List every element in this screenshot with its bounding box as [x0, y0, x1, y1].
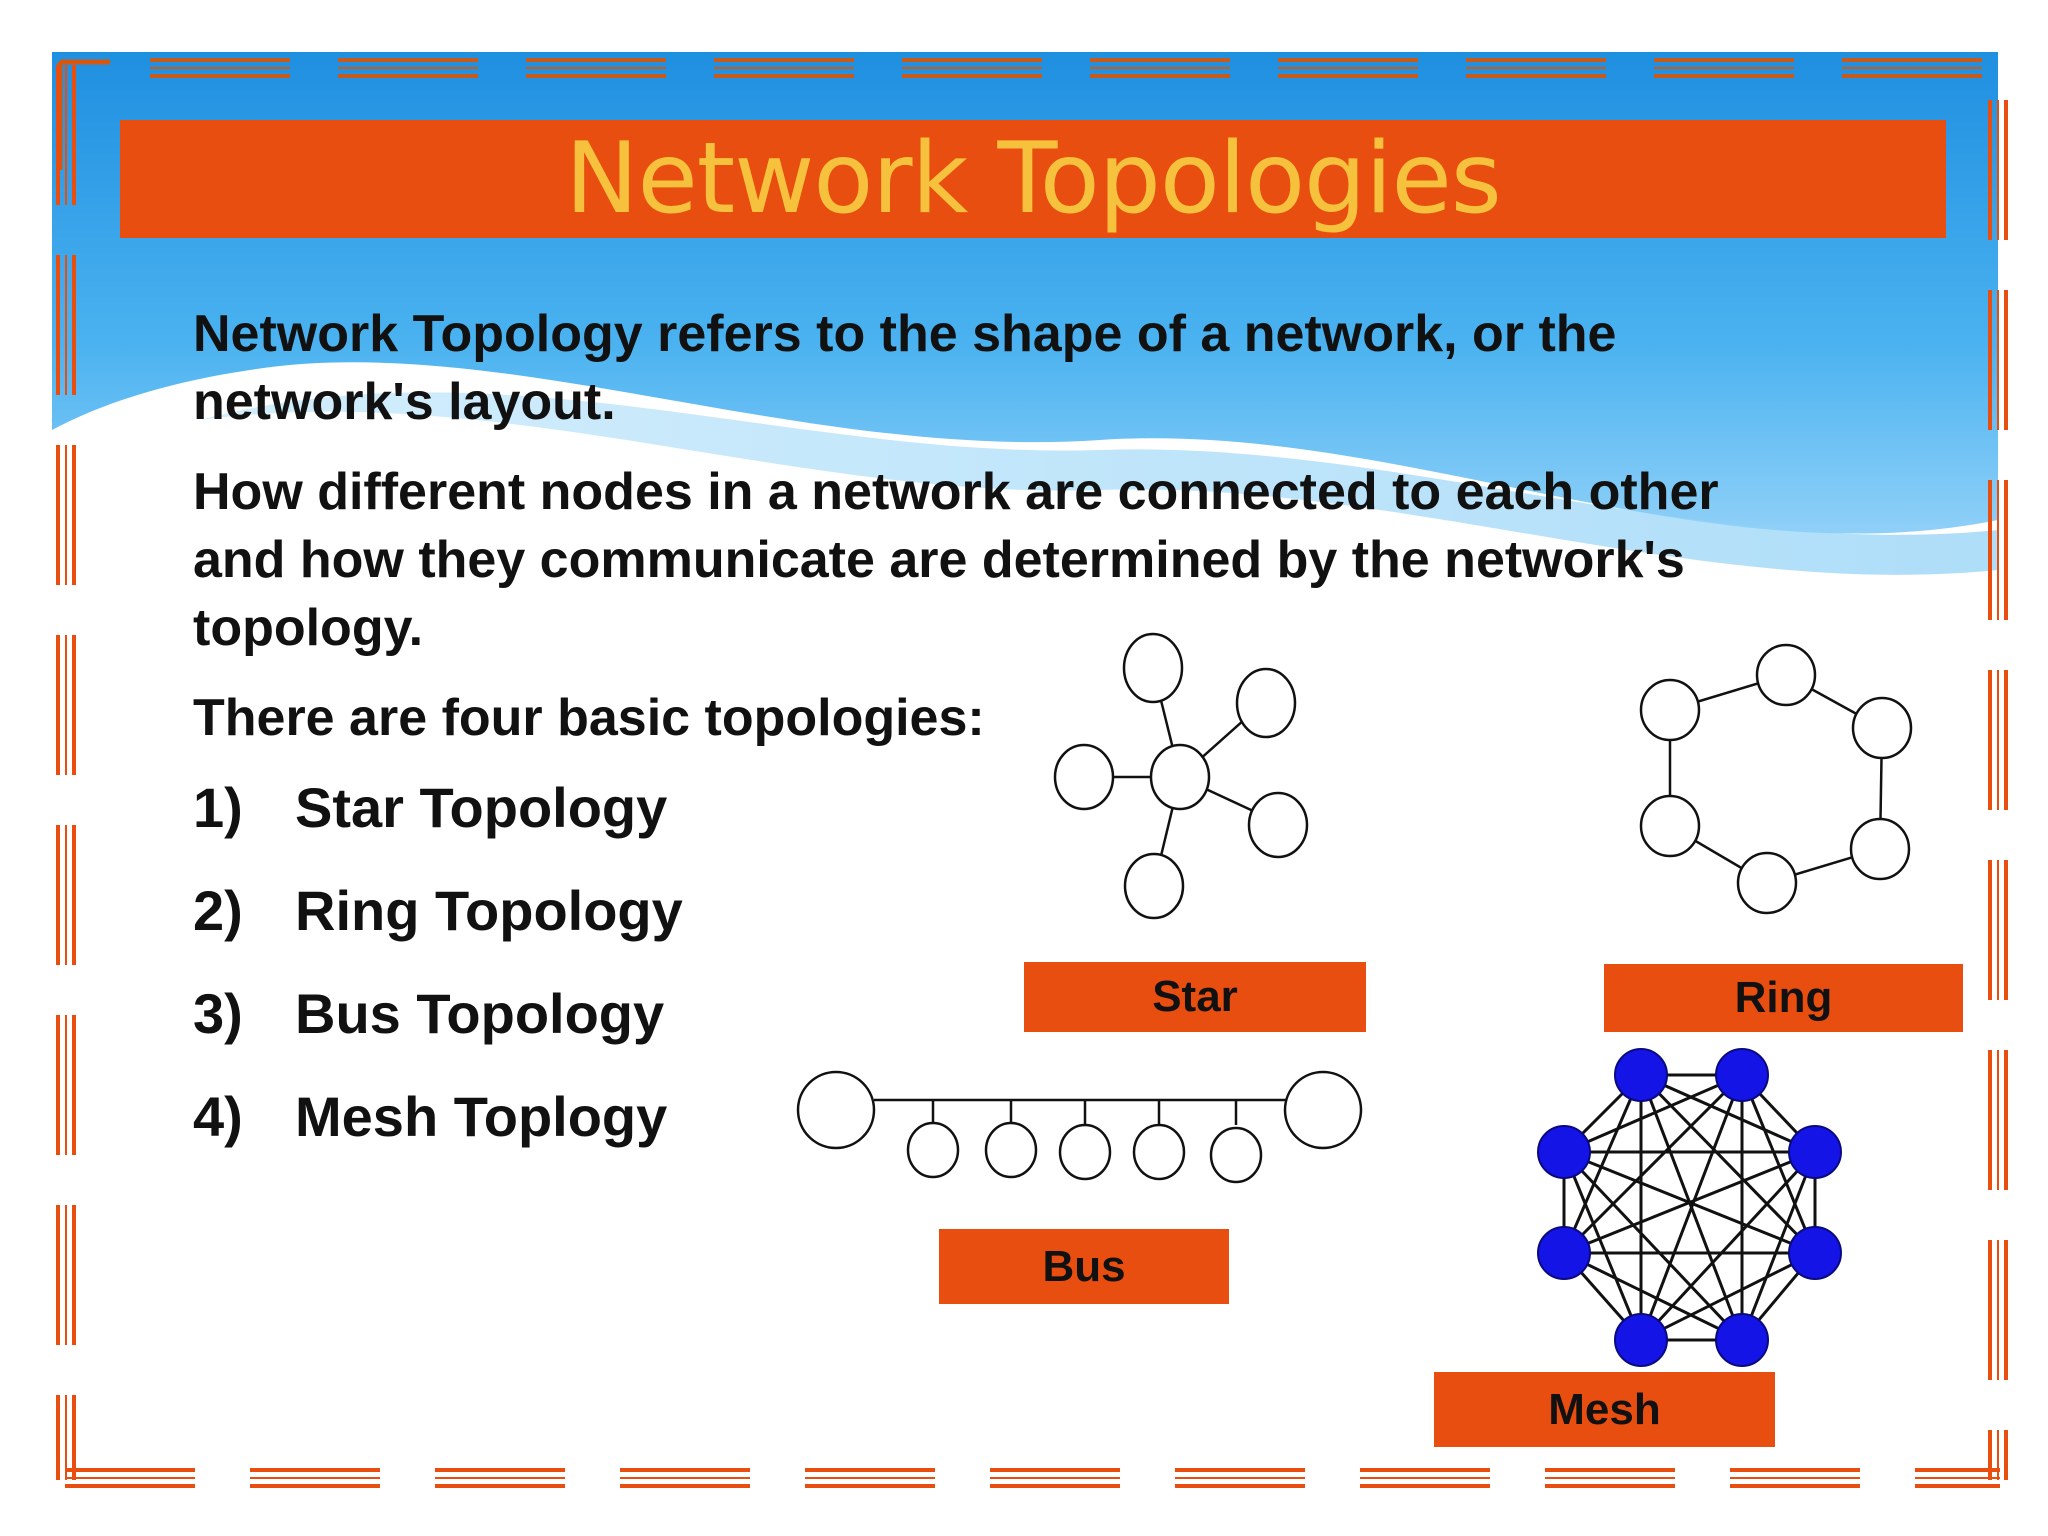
intro-paragraph-2: How different nodes in a network are con… [193, 463, 1719, 657]
slide-body: Network Topology refers to the shape of … [193, 300, 1793, 1186]
list-number: 2) [193, 879, 243, 942]
mesh-label: Mesh [1434, 1372, 1775, 1447]
title-bar: Network Topologies [120, 120, 1946, 238]
list-label: Mesh Toplogy [295, 1085, 668, 1148]
list-heading: There are four basic topologies: [193, 689, 985, 747]
slide-title: Network Topologies [565, 122, 1502, 236]
list-number: 4) [193, 1085, 243, 1148]
ring-label: Ring [1604, 964, 1963, 1032]
list-label: Bus Topology [295, 982, 665, 1045]
list-item: 3) Bus Topology [193, 980, 1793, 1083]
list-number: 3) [193, 982, 243, 1045]
list-label: Star Topology [295, 776, 668, 839]
list-label: Ring Topology [295, 879, 683, 942]
topology-list: 1) Star Topology 2) Ring Topology 3) Bus… [193, 774, 1793, 1186]
list-item: 2) Ring Topology [193, 877, 1793, 980]
star-label-text: Star [1152, 972, 1238, 1021]
mesh-label-text: Mesh [1548, 1384, 1661, 1434]
ring-label-text: Ring [1734, 973, 1833, 1022]
bus-label: Bus [939, 1229, 1229, 1304]
list-number: 1) [193, 776, 243, 839]
list-item: 4) Mesh Toplogy [193, 1083, 1793, 1186]
bus-label-text: Bus [1042, 1241, 1126, 1291]
list-item: 1) Star Topology [193, 774, 1793, 877]
star-label: Star [1024, 962, 1366, 1032]
intro-paragraph-1: Network Topology refers to the shape of … [193, 305, 1617, 431]
